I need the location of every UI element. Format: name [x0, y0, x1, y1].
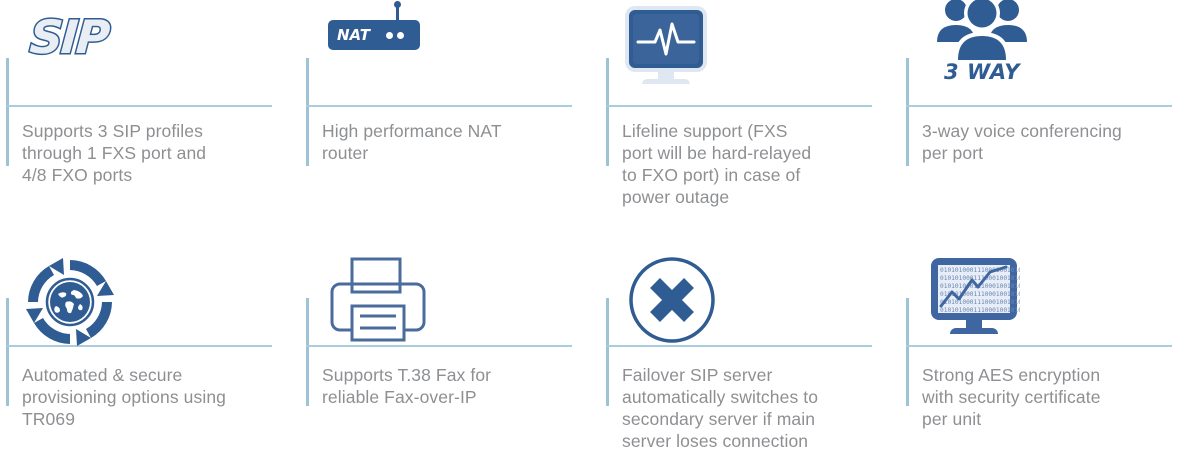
- card-vertical-rule: [306, 298, 309, 406]
- card-vertical-rule: [906, 298, 909, 406]
- nat-label: NAT: [337, 26, 370, 44]
- feature-card-failover-sip-server: Failover SIP server automatically switch…: [600, 240, 900, 469]
- nat-led-2: [396, 31, 404, 39]
- feature-card-nat-router: NAT High performance NAT router: [300, 0, 600, 229]
- card-horizontal-rule: [6, 105, 272, 107]
- three-users-icon: [937, 0, 1027, 60]
- nat-router-icon: NAT: [328, 1, 420, 50]
- feature-row-top: SIP Supports 3 SIP profiles through 1 FX…: [0, 0, 1200, 229]
- svg-text:01010100011100010010101: 01010100011100010010101: [940, 299, 1020, 306]
- globe-refresh-icon: [26, 258, 114, 346]
- feature-caption: Failover SIP server automatically switch…: [622, 365, 819, 451]
- feature-caption: Supports 3 SIP profiles through 1 FXS po…: [22, 121, 207, 185]
- card-vertical-rule: [606, 298, 609, 406]
- card-vertical-rule: [906, 58, 909, 166]
- feature-card-aes-encryption: 01010100011100010010101 0101010001110001…: [900, 240, 1200, 469]
- three-way-label: 3 WAY: [944, 60, 1020, 84]
- feature-card-sip-profiles: SIP Supports 3 SIP profiles through 1 FX…: [0, 0, 300, 229]
- feature-caption: High performance NAT router: [322, 121, 502, 163]
- card-horizontal-rule: [306, 345, 572, 347]
- feature-caption: Lifeline support (FXS port will be hard-…: [622, 121, 812, 207]
- card-horizontal-rule: [606, 345, 872, 347]
- feature-card-auto-provisioning: Automated & secure provisioning options …: [0, 240, 300, 469]
- card-horizontal-rule: [906, 105, 1172, 107]
- card-vertical-rule: [6, 58, 9, 166]
- icon-area: NAT: [322, 1, 562, 98]
- card-vertical-rule: [6, 298, 9, 406]
- nat-led-1: [385, 31, 393, 39]
- monitor-heartbeat-icon: [625, 6, 707, 84]
- feature-caption: 3-way voice conferencing per port: [922, 121, 1122, 163]
- monitor-binary-chart-icon: 01010100011100010010101 0101010001110001…: [931, 258, 1020, 334]
- feature-caption: Strong AES encryption with security cert…: [922, 365, 1101, 429]
- icon-area: [322, 254, 562, 354]
- feature-card-three-way-conferencing: 3 WAY 3-way voice conferencing per port: [900, 0, 1200, 229]
- feature-caption: Supports T.38 Fax for reliable Fax-over-…: [322, 365, 492, 407]
- icon-area: [22, 254, 262, 354]
- feature-row-bottom: Automated & secure provisioning options …: [0, 240, 1200, 469]
- card-horizontal-rule: [306, 105, 572, 107]
- card-horizontal-rule: [606, 105, 872, 107]
- icon-area: SIP: [22, 2, 262, 98]
- printer-fax-icon: [330, 257, 426, 342]
- icon-area: 3 WAY: [922, 0, 1162, 98]
- sip-logo-icon: SIP: [27, 9, 112, 66]
- feature-caption: Automated & secure provisioning options …: [22, 365, 226, 429]
- card-horizontal-rule: [6, 345, 272, 347]
- nat-body: NAT: [328, 20, 420, 50]
- card-vertical-rule: [306, 58, 309, 166]
- card-horizontal-rule: [906, 345, 1172, 347]
- nat-leds: [385, 31, 404, 39]
- feature-card-lifeline-support: Lifeline support (FXS port will be hard-…: [600, 0, 900, 229]
- icon-area: [622, 254, 862, 354]
- icon-area: [622, 2, 862, 98]
- feature-card-t38-fax: Supports T.38 Fax for reliable Fax-over-…: [300, 240, 600, 469]
- nat-antenna-icon: [394, 1, 401, 22]
- card-vertical-rule: [606, 58, 609, 166]
- circle-x-icon: [629, 257, 715, 343]
- svg-text:01010100011100010010101: 01010100011100010010101: [940, 291, 1020, 298]
- svg-text:01010100011100010010101: 01010100011100010010101: [940, 275, 1020, 282]
- icon-area: 01010100011100010010101 0101010001110001…: [922, 254, 1162, 354]
- svg-text:01010100011100010010101: 01010100011100010010101: [940, 267, 1020, 274]
- svg-text:01010100011100010010101: 01010100011100010010101: [940, 307, 1020, 314]
